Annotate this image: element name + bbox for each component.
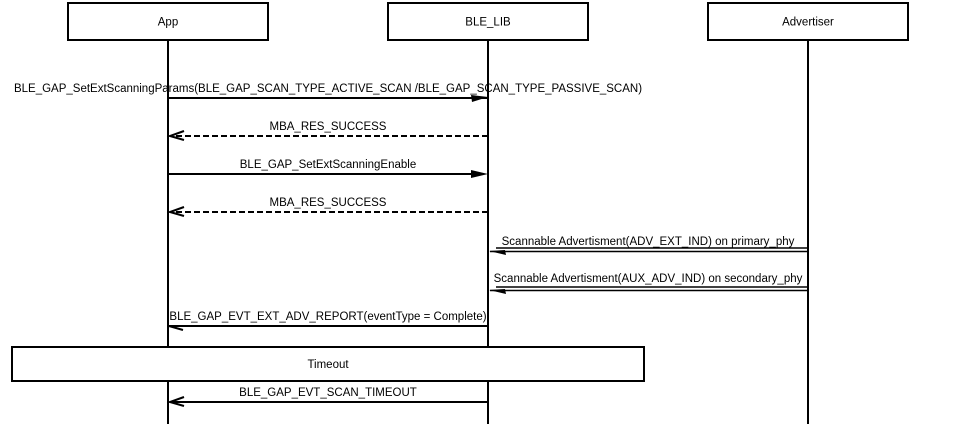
arrowhead-filled-icon <box>489 250 506 255</box>
message-set-ext-scanning-params[interactable]: BLE_GAP_SetExtScanningParams(BLE_GAP_SCA… <box>14 83 642 102</box>
participant-app[interactable]: App <box>67 2 269 41</box>
participant-app-label: App <box>158 17 178 29</box>
message-set-ext-scanning-enable[interactable]: BLE_GAP_SetExtScanningEnable <box>168 159 488 178</box>
participant-ble-lib[interactable]: BLE_LIB <box>387 2 589 41</box>
arrowhead-open-icon <box>166 206 185 217</box>
message-label: BLE_GAP_EVT_EXT_ADV_REPORT(eventType = C… <box>169 311 486 323</box>
message-evt-scan-timeout[interactable]: BLE_GAP_EVT_SCAN_TIMEOUT <box>166 387 488 407</box>
participant-ble-lib-label: BLE_LIB <box>465 17 511 29</box>
note-timeout[interactable]: Timeout <box>11 346 645 382</box>
arrowhead-filled-icon <box>471 95 488 102</box>
message-label: Scannable Advertisment(AUX_ADV_IND) on s… <box>494 273 803 285</box>
message-scannable-adv-ext-ind[interactable]: Scannable Advertisment(ADV_EXT_IND) on p… <box>489 236 808 255</box>
message-mba-res-success-2[interactable]: MBA_RES_SUCCESS <box>166 197 488 217</box>
note-timeout-label: Timeout <box>307 359 349 371</box>
arrowhead-open-icon <box>166 396 185 407</box>
message-label: BLE_GAP_EVT_SCAN_TIMEOUT <box>239 387 417 399</box>
message-mba-res-success-1[interactable]: MBA_RES_SUCCESS <box>166 121 488 141</box>
arrowhead-filled-icon <box>489 289 506 294</box>
message-evt-ext-adv-report[interactable]: BLE_GAP_EVT_EXT_ADV_REPORT(eventType = C… <box>168 311 488 331</box>
message-scannable-aux-adv-ind[interactable]: Scannable Advertisment(AUX_ADV_IND) on s… <box>489 273 808 294</box>
arrowhead-filled-icon <box>471 170 488 178</box>
arrowhead-open-icon <box>166 130 185 141</box>
message-label: MBA_RES_SUCCESS <box>270 121 387 133</box>
message-label: MBA_RES_SUCCESS <box>270 197 387 209</box>
participant-advertiser-label: Advertiser <box>782 17 834 29</box>
message-label: BLE_GAP_SetExtScanningEnable <box>240 159 416 171</box>
participant-advertiser[interactable]: Advertiser <box>707 2 909 41</box>
message-label: Scannable Advertisment(ADV_EXT_IND) on p… <box>502 236 795 248</box>
message-label: BLE_GAP_SetExtScanningParams(BLE_GAP_SCA… <box>14 83 642 95</box>
arrowhead-open-half-icon <box>168 325 184 331</box>
